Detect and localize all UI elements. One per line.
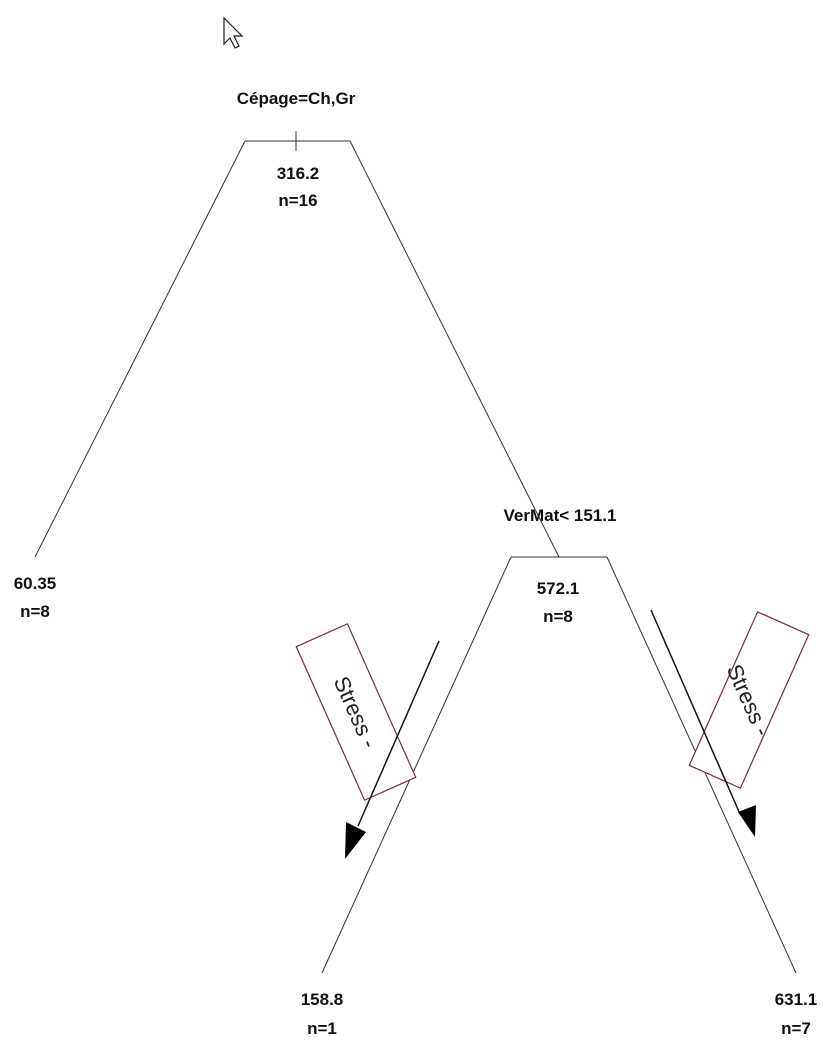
lower-left-leaf-value-label: 158.8 xyxy=(301,990,344,1009)
root-split-label: Cépage=Ch,Gr xyxy=(237,89,356,108)
lower-right-leaf-count-label: n=7 xyxy=(781,1019,811,1038)
edge-internal-to-lower-left xyxy=(321,556,512,974)
right-stress-box xyxy=(688,611,810,789)
edge-root-to-internal xyxy=(349,140,560,558)
right-arrow-head-icon xyxy=(738,805,756,837)
lower-left-leaf-count-label: n=1 xyxy=(307,1019,337,1038)
left-leaf-value-label: 60.35 xyxy=(14,574,57,593)
left-leaf-count-label: n=8 xyxy=(20,602,50,621)
internal-count-label: n=8 xyxy=(543,607,573,626)
edge-root-to-left-leaf xyxy=(34,140,246,558)
root-value-label: 316.2 xyxy=(277,164,320,183)
left-stress-annotation: Stress - xyxy=(295,623,417,801)
root-node-edges xyxy=(34,131,560,558)
left-arrow-head-icon xyxy=(345,822,366,859)
root-count-label: n=16 xyxy=(278,191,317,210)
lower-right-leaf-value-label: 631.1 xyxy=(775,990,818,1009)
internal-split-label: VerMat< 151.1 xyxy=(504,506,617,525)
internal-value-label: 572.1 xyxy=(537,579,580,598)
pointer-cursor-icon xyxy=(223,16,244,49)
left-stress-box xyxy=(295,623,417,801)
left-stress-arrow xyxy=(345,640,440,859)
right-stress-arrow xyxy=(650,609,756,837)
right-stress-annotation: Stress - xyxy=(688,611,810,789)
